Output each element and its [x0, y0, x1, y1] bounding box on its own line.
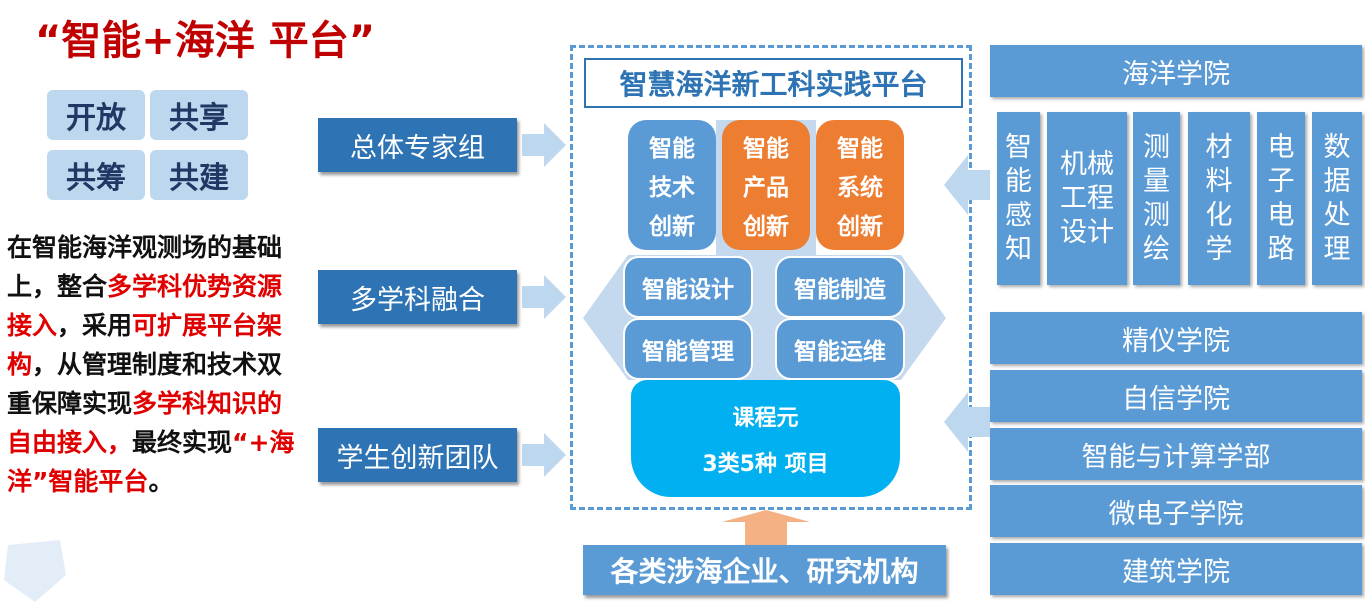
- para-seg: ，从管理制度和技术双重保障实现: [7, 350, 283, 418]
- discipline-box: 电子电路: [1257, 112, 1305, 285]
- smart-management-box: 智能管理: [623, 318, 753, 380]
- label: 产品: [743, 174, 789, 201]
- label: 创新: [649, 214, 695, 241]
- course-projects: 3类5种 项目: [702, 451, 829, 477]
- right-arrow-icon: [522, 433, 566, 477]
- course-label: 课程元: [732, 405, 799, 431]
- label: 创新: [743, 214, 789, 241]
- innovation-system-box: 智能系统创新: [816, 120, 904, 250]
- label: 创新: [837, 214, 883, 241]
- enterprises-box: 各类涉海企业、研究机构: [583, 545, 946, 595]
- tag-open: 开放: [47, 90, 145, 140]
- para-seg: 多学科优势资源接入: [7, 272, 283, 340]
- smart-manufacturing-box: 智能制造: [775, 256, 905, 318]
- slide-title: “智能+海洋 平台”: [35, 18, 376, 64]
- innovation-tech-box: 智能技术创新: [628, 120, 716, 250]
- label: 技术: [649, 174, 695, 201]
- tag-share: 共享: [150, 90, 248, 140]
- para-seg: 多学科知识的自由接入，: [7, 389, 283, 457]
- course-unit-box: 课程元 3类5种 项目: [631, 380, 900, 497]
- right-arrow-icon: [522, 275, 566, 319]
- label: 智能: [837, 135, 883, 162]
- college-box: 智能与计算学部: [990, 428, 1362, 480]
- platform-title: 智慧海洋新工科实践平台: [584, 58, 963, 108]
- multidiscipline-box: 多学科融合: [318, 270, 517, 324]
- para-seg: 可扩展平台架构: [7, 311, 283, 379]
- description-paragraph: 在智能海洋观测场的基础上，整合多学科优势资源接入，采用可扩展平台架构，从管理制度…: [7, 228, 307, 501]
- watermark-logo: [4, 540, 66, 602]
- left-arrow-icon: [944, 155, 990, 215]
- college-box: 微电子学院: [990, 485, 1362, 537]
- up-arrow-icon: [722, 510, 810, 546]
- para-seg: 最终实现: [132, 428, 233, 457]
- discipline-box: 测量测绘: [1133, 112, 1180, 285]
- expert-group-box: 总体专家组: [318, 118, 517, 172]
- left-arrow-icon: [944, 392, 990, 452]
- right-arrow-icon: [522, 123, 566, 167]
- college-box: 建筑学院: [990, 543, 1362, 595]
- para-seg: “+海洋”智能平台: [7, 428, 295, 496]
- platform-frame: [570, 45, 972, 510]
- student-team-box: 学生创新团队: [318, 428, 517, 482]
- discipline-box: 机械工程设计: [1047, 112, 1127, 285]
- smart-operations-box: 智能运维: [775, 318, 905, 380]
- discipline-box: 数据处理: [1312, 112, 1362, 285]
- college-box: 精仪学院: [990, 312, 1362, 364]
- label: 智能: [743, 135, 789, 162]
- discipline-box: 智能感知: [997, 112, 1040, 285]
- para-seg: ，采用: [57, 311, 133, 340]
- innovation-product-box: 智能产品创新: [722, 120, 810, 250]
- para-seg: 。: [148, 467, 174, 496]
- discipline-box: 材料化学: [1188, 112, 1250, 285]
- college-box: 自信学院: [990, 370, 1362, 422]
- ocean-college-box: 海洋学院: [990, 45, 1362, 97]
- para-seg: 在智能海洋观测场的基础上，整合: [7, 233, 283, 301]
- tag-raise: 共筹: [47, 150, 145, 200]
- tag-build: 共建: [150, 150, 248, 200]
- label: 智能: [649, 135, 695, 162]
- smart-design-box: 智能设计: [623, 256, 753, 318]
- label: 系统: [837, 174, 883, 201]
